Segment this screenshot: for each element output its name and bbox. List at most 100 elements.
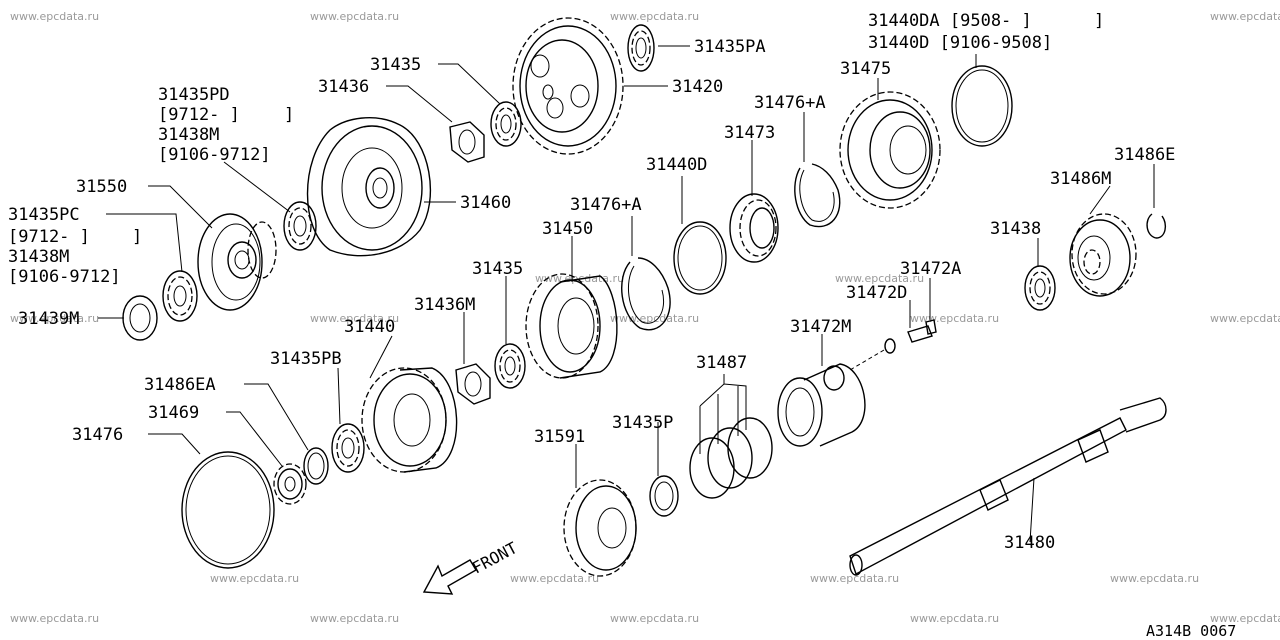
watermark: www.epcdata.ru [310, 612, 399, 625]
label-31473: 31473 [724, 123, 775, 143]
snap-ring-31476a-top [794, 163, 841, 228]
label-31480: 31480 [1004, 533, 1055, 553]
washer-31439m [122, 295, 158, 341]
label-31435pd-range: [9712- ] [158, 105, 240, 125]
thrust-bearing-31435-mid [494, 343, 526, 389]
watermark: www.epcdata.ru [810, 572, 899, 585]
watermark: www.epcdata.ru [310, 312, 399, 325]
watermark: www.epcdata.ru [910, 312, 999, 325]
thrust-bearing-31435pb [331, 423, 365, 473]
label-31486e: 31486E [1114, 145, 1175, 165]
label-31476: 31476 [72, 425, 123, 445]
thrust-bearing-31435pa [627, 24, 655, 72]
label-31472d: 31472D [846, 283, 907, 303]
gear-hub-31550 [197, 213, 277, 311]
label-31435pc: 31435PC [8, 205, 80, 225]
watermark: www.epcdata.ru [910, 612, 999, 625]
watermark: www.epcdata.ru [610, 10, 699, 23]
drum-plate-31460 [306, 117, 432, 257]
thrust-bearing-31435pd [283, 201, 317, 251]
watermark: www.epcdata.ru [1210, 612, 1280, 625]
label-31476a-top: 31476+A [754, 93, 826, 113]
watermark-layer: www.epcdata.ru www.epcdata.ru www.epcdat… [10, 10, 1280, 625]
label-31435p: 31435P [612, 413, 673, 433]
label-31438m-top-range: [9106-9712] [158, 145, 271, 165]
watermark: www.epcdata.ru [610, 312, 699, 325]
watermark: www.epcdata.ru [610, 612, 699, 625]
bolt-31472a [907, 319, 937, 343]
thrust-bearing-31435-top [490, 101, 522, 147]
label-31591: 31591 [534, 427, 585, 447]
diagram-reference: A314B 0067 [1146, 622, 1236, 640]
gear-31486m [1069, 213, 1137, 297]
label-31438m-left-range: [9106-9712] [8, 267, 121, 287]
thrust-washer-31436 [449, 121, 485, 163]
label-31440d: 31440D [646, 155, 707, 175]
part-labels: 31435PA 31420 31435 31436 31440DA [9508-… [8, 11, 1175, 553]
watermark: www.epcdata.ru [10, 10, 99, 23]
watermark: www.epcdata.ru [1210, 312, 1280, 325]
label-31436m: 31436M [414, 295, 475, 315]
label-bracket-close: ] [132, 227, 142, 247]
label-31438: 31438 [990, 219, 1041, 239]
label-31450: 31450 [542, 219, 593, 239]
label-31435pb: 31435PB [270, 349, 342, 369]
thrust-bearing-31435p [649, 475, 679, 517]
label-31438m-left: 31438M [8, 247, 69, 267]
clutch-hub-31450 [525, 273, 618, 379]
front-direction-indicator: FRONT [422, 538, 521, 595]
label-31475: 31475 [840, 59, 891, 79]
label-31436: 31436 [318, 77, 369, 97]
watermark: www.epcdata.ru [835, 272, 924, 285]
label-31435: 31435 [370, 55, 421, 75]
label-31420: 31420 [672, 77, 723, 97]
label-31438m-top: 31438M [158, 125, 219, 145]
drum-31475 [839, 91, 941, 209]
label-31486m: 31486M [1050, 169, 1111, 189]
bearing-31473 [729, 193, 779, 263]
label-31472a: 31472A [900, 259, 961, 279]
watermark: www.epcdata.ru [310, 10, 399, 23]
label-31440da-close: ] [1094, 11, 1104, 31]
label-31550: 31550 [76, 177, 127, 197]
watermark: www.epcdata.ru [1110, 572, 1199, 585]
snap-ring-31440d [673, 221, 727, 295]
seal-rings-31487 [689, 417, 773, 499]
snap-ring-31476 [181, 451, 275, 569]
label-31435pd: 31435PD [158, 85, 230, 105]
assembly-line [849, 349, 885, 371]
label-bracket-close: ] [284, 105, 294, 125]
label-31435pa: 31435PA [694, 37, 766, 57]
label-31440da: 31440DA [9508- ] [868, 11, 1032, 31]
label-31486ea: 31486EA [144, 375, 216, 395]
snap-ring-31440da [951, 65, 1013, 147]
watermark: www.epcdata.ru [510, 572, 599, 585]
watermark: www.epcdata.ru [210, 572, 299, 585]
label-31460: 31460 [460, 193, 511, 213]
snap-ring-31476a-mid [621, 257, 671, 331]
watermark: www.epcdata.ru [10, 612, 99, 625]
part-drawings [122, 17, 1167, 577]
label-31476a-mid: 31476+A [570, 195, 642, 215]
leader-lines [98, 45, 1155, 543]
label-31435-mid: 31435 [472, 259, 523, 279]
snap-ring-31486e [1146, 213, 1167, 239]
gear-carrier-31420 [512, 17, 624, 155]
label-31440: 31440 [344, 317, 395, 337]
gear-31469 [273, 463, 307, 505]
gear-31591 [563, 479, 637, 577]
label-31472m: 31472M [790, 317, 851, 337]
shaft-31480 [849, 397, 1167, 576]
label-31435pc-range: [9712- ] [8, 227, 90, 247]
label-31439m: 31439M [18, 309, 79, 329]
thrust-bearing-31438 [1024, 265, 1056, 311]
thrust-washer-31436m [455, 363, 491, 405]
sleeve-31472m [777, 363, 866, 447]
thrust-bearing-31435pc [162, 270, 198, 322]
planet-carrier-31440 [361, 367, 458, 473]
label-31440d-range: 31440D [9106-9508] [868, 33, 1052, 53]
watermark: www.epcdata.ru [10, 312, 99, 325]
snap-ring-31486ea [303, 447, 329, 485]
